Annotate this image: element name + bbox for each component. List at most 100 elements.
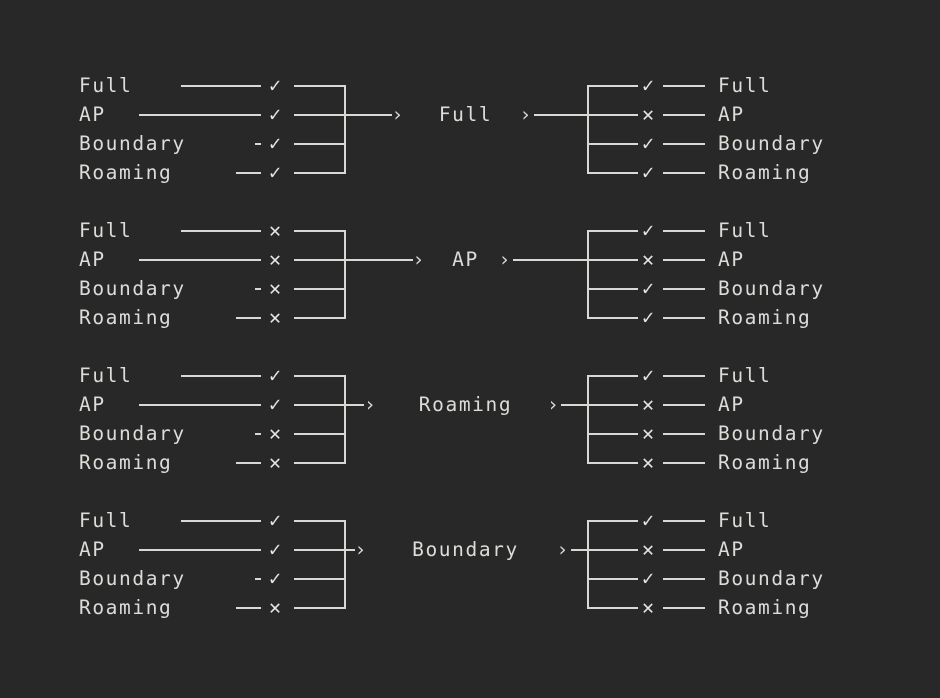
bracket-stub-right (589, 519, 638, 522)
output-row: ✓ Roaming (0, 303, 940, 332)
input-check-icon: ✓ (268, 73, 282, 97)
output-row: ✕ Boundary (0, 419, 940, 448)
chevron-right-icon: › (498, 248, 511, 271)
arrow-head-icon: › (364, 393, 376, 416)
bracket-spine-right (587, 375, 589, 464)
bracket-stub-left (294, 432, 346, 435)
input-check-icon: ✓ (268, 537, 282, 561)
center-state-label: Roaming (418, 393, 513, 416)
bracket-stub-left (294, 84, 346, 87)
output-cross-icon: ✕ (641, 102, 655, 126)
input-check-icon: ✓ (268, 566, 282, 590)
bracket-stub-left (294, 258, 346, 261)
output-connector-line (663, 461, 705, 464)
bracket-stub-right (589, 229, 638, 232)
input-connector-line (181, 374, 261, 377)
output-connector-line (663, 258, 705, 261)
output-label: Roaming (718, 306, 812, 329)
output-check-icon: ✓ (641, 508, 655, 532)
output-label: Full (718, 364, 772, 387)
bracket-stub-left (294, 606, 346, 609)
arrow-head-icon: › (412, 248, 425, 271)
output-connector-line (663, 403, 705, 406)
chevron-right-icon: › (519, 103, 532, 126)
output-row: ✕AP (0, 245, 940, 274)
input-connector-line (236, 461, 261, 464)
input-label: AP (79, 103, 106, 126)
bracket-stub-right (589, 577, 638, 580)
input-check-icon: ✓ (268, 131, 282, 155)
center-lead-line (346, 548, 355, 551)
center-state-label: AP (452, 248, 479, 271)
bracket-stub-left (294, 548, 346, 551)
output-check-icon: ✓ (641, 218, 655, 242)
output-connector-line (663, 84, 705, 87)
input-connector-line (236, 606, 261, 609)
input-cross-icon: ✕ (268, 305, 282, 329)
center-state-label: Full (438, 103, 493, 126)
center-lead-line (346, 113, 392, 116)
arrow-head-icon: › (354, 538, 367, 561)
bracket-stub-left (294, 229, 346, 232)
output-check-icon: ✓ (641, 160, 655, 184)
center-tail-line (512, 258, 587, 261)
input-label: AP (79, 393, 106, 416)
bracket-stub-left (294, 113, 346, 116)
input-row: AP✕ (0, 245, 940, 274)
input-connector-line (255, 432, 261, 435)
output-row: ✓Boundary (0, 129, 940, 158)
center-state-block: ›Roaming› (344, 390, 589, 419)
input-row: Roaming ✕ (0, 448, 940, 477)
input-row: Boundary ✕ (0, 419, 940, 448)
input-check-icon: ✓ (268, 508, 282, 532)
input-connector-line (181, 229, 261, 232)
transition-group-ap: Full✕AP✕Boundary✕Roaming✕›AP›✓Full✕AP✓Bo… (0, 216, 940, 332)
bracket-spine-left (344, 85, 346, 174)
output-label: AP (718, 248, 745, 271)
bracket-stub-left (294, 519, 346, 522)
input-cross-icon: ✕ (268, 421, 282, 445)
input-cross-icon: ✕ (268, 450, 282, 474)
input-row: AP✓ (0, 535, 940, 564)
bracket-spine-right (587, 85, 589, 174)
bracket-stub-right (589, 374, 638, 377)
center-tail-line (533, 113, 587, 116)
input-label: Full (79, 509, 133, 532)
bracket-stub-right (589, 606, 638, 609)
output-label: Full (718, 509, 772, 532)
bracket-stub-right (589, 548, 638, 551)
input-cross-icon: ✕ (268, 595, 282, 619)
output-cross-icon: ✕ (641, 537, 655, 561)
output-check-icon: ✓ (641, 363, 655, 387)
output-label: AP (718, 393, 745, 416)
output-check-icon: ✓ (641, 131, 655, 155)
output-check-icon: ✓ (641, 73, 655, 97)
input-label: Boundary (79, 277, 186, 300)
input-row: Boundary✓ (0, 564, 940, 593)
input-cross-icon: ✕ (268, 276, 282, 300)
bracket-stub-right (589, 84, 638, 87)
output-row: ✓ Full (0, 506, 940, 535)
bracket-spine-left (344, 230, 346, 319)
output-cross-icon: ✕ (641, 450, 655, 474)
bracket-stub-left (294, 142, 346, 145)
bracket-stub-left (294, 287, 346, 290)
output-connector-line (663, 577, 705, 580)
output-label: Boundary (718, 422, 825, 445)
bracket-stub-right (589, 171, 638, 174)
center-state-label: Boundary (412, 538, 519, 561)
transition-group-boundary: Full✓AP✓Boundary✓Roaming✕›Boundary›✓Full… (0, 506, 940, 622)
bracket-stub-right (589, 461, 638, 464)
output-check-icon: ✓ (641, 305, 655, 329)
bracket-stub-left (294, 316, 346, 319)
input-label: Roaming (79, 451, 173, 474)
output-row: ✕ Roaming (0, 448, 940, 477)
bracket-spine-right (587, 520, 589, 609)
output-cross-icon: ✕ (641, 392, 655, 416)
output-label: Roaming (718, 596, 812, 619)
output-row: ✓Full (0, 71, 940, 100)
input-row: Full✕ (0, 216, 940, 245)
bracket-stub-left (294, 577, 346, 580)
output-cross-icon: ✕ (641, 421, 655, 445)
